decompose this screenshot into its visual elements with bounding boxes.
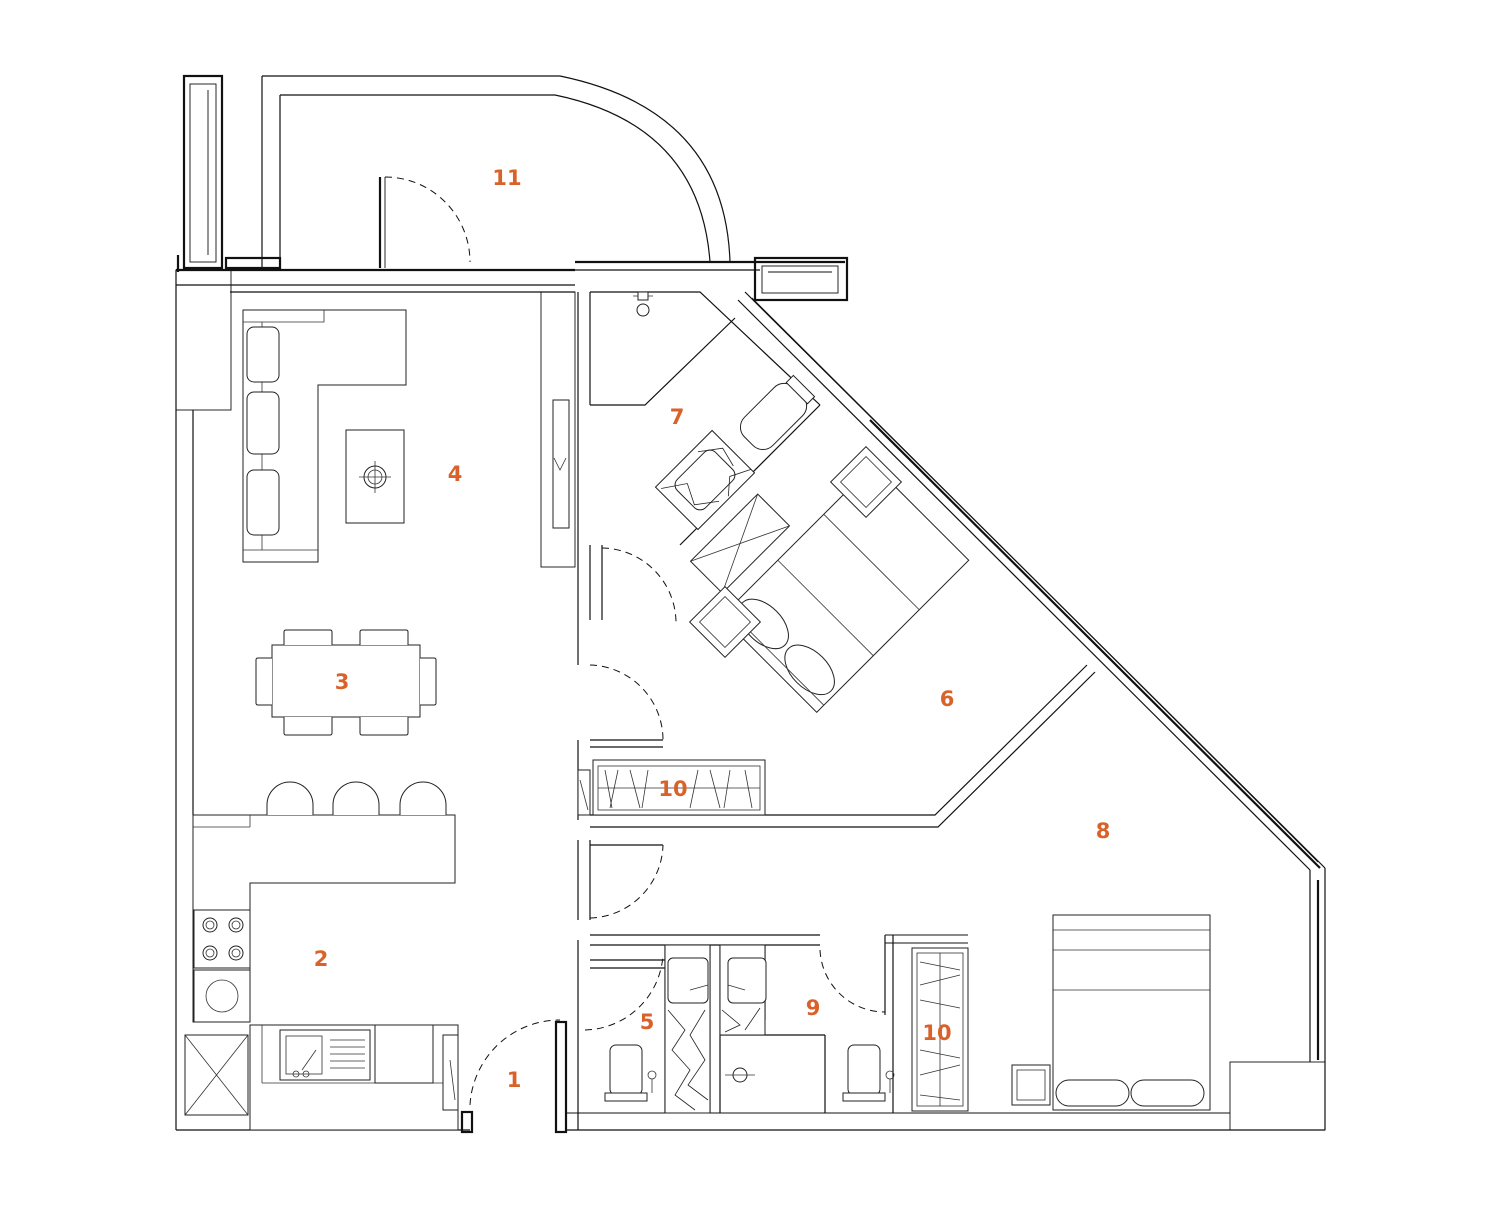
room-label-11: 11 [492,166,521,190]
bedroom-8-bed [1011,914,1211,1111]
room-label-2: 2 [314,947,329,971]
bath-5 [604,944,711,1114]
room-label-4: 4 [448,462,463,486]
room-label-6: 6 [940,687,955,711]
bath-7 [633,291,816,594]
wardrobe-10a [577,759,766,816]
room-labels: 1 2 3 4 5 6 7 8 9 10 10 11 [314,166,1111,1092]
bath-9 [719,944,895,1102]
room-label-1: 1 [507,1068,522,1092]
room-label-7: 7 [670,405,685,429]
outer-walls [175,256,1326,1131]
room-label-10b: 10 [922,1021,951,1045]
room-label-8: 8 [1096,819,1111,843]
living-furniture [242,309,407,563]
balcony [176,74,731,272]
kitchen [184,781,459,1131]
dining-table [255,629,437,736]
room-label-10a: 10 [658,777,687,801]
wardrobe-10b [911,947,969,1112]
room-label-5: 5 [640,1010,655,1034]
bedroom-6-bed [688,445,970,713]
room-label-3: 3 [335,670,350,694]
room-label-9: 9 [806,996,821,1020]
